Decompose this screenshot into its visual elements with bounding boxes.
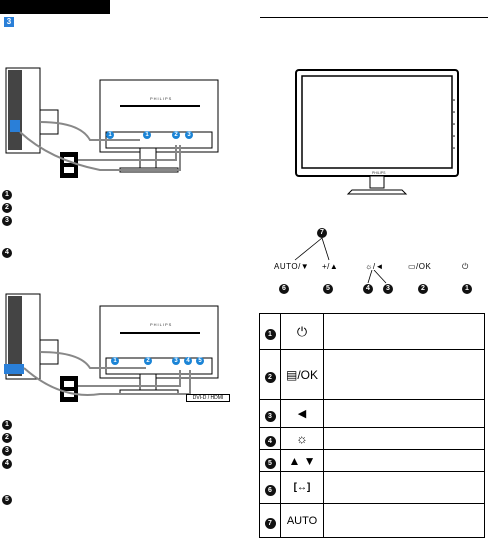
control-label-menu: ▭/OK [408,262,432,271]
control-marker-5: 5 [323,284,333,294]
front-stand-neck [369,175,385,189]
port-tag: DVI-D / HDMI [186,394,230,402]
connection-diagram-a: PHILIPS [5,67,219,178]
connection-diagram-b: PHILIPS [4,293,219,402]
section-rule [260,17,488,18]
marker-b-2: 2 [144,357,152,365]
marker-b-3: 3 [172,357,180,365]
key-row: 1 ⏻ [259,313,485,350]
key-row: 6 [↔] [259,471,485,504]
key-row: 5 ▲ ▼ [259,449,485,472]
key-number: 2 [264,371,276,383]
marker-a-1: 1 [106,131,114,139]
pc-ports-b [4,364,24,374]
key-row: 3 ◀ [259,399,485,428]
marker-b-5: 5 [196,357,204,365]
front-monitor: PHILIPS [295,69,459,195]
control-marker-1: 1 [462,284,472,294]
monitor-brand-a: PHILIPS [150,96,172,101]
header-bar [0,0,110,14]
menu-ok-icon: ▤/OK [280,349,324,400]
key-row: 2 ▤/OK [259,349,485,400]
brightness-icon: ☼ [280,427,324,450]
up-down-arrows-icon: ▲ ▼ [280,449,324,472]
key-number: 3 [264,410,276,422]
legend-a-4: 4 [2,248,12,258]
marker-a-3: 2 [172,131,180,139]
control-key-table: 1 ⏻ 2 ▤/OK 3 ◀ 4 ☼ 5 ▲ ▼ 6 [↔] 7 AUTO [259,313,485,538]
legend-b-3: 3 [2,446,12,456]
legend-b-1: 1 [2,420,12,430]
control-label-plus: +/▲ [322,262,339,271]
key-row: 4 ☼ [259,427,485,450]
auto-adjust-icon: AUTO [280,503,324,538]
key-number: 5 [264,457,276,469]
marker-b-4: 4 [184,357,192,365]
control-marker-4: 4 [363,284,373,294]
control-marker-top: 7 [317,228,327,238]
step-badge: 3 [4,17,14,27]
key-number: 6 [264,484,276,496]
marker-a-2: 1 [143,131,151,139]
control-label-brightness: ☼/◄ [365,262,384,271]
wall-outlet-b [60,376,78,402]
marker-b-1: 1 [111,357,119,365]
legend-a-3: 3 [2,216,12,226]
key-number: 7 [264,517,276,529]
aspect-ratio-icon: [↔] [280,471,324,504]
control-label-power: ⏻ [462,262,469,271]
key-number: 4 [264,435,276,447]
power-icon: ⏻ [280,313,324,350]
key-number: 1 [264,328,276,340]
legend-a-1: 1 [2,190,12,200]
front-stand-base [346,189,408,195]
monitor-brand-b: PHILIPS [150,322,172,327]
legend-a-2: 2 [2,203,12,213]
control-marker-3: 3 [383,284,393,294]
marker-a-4: 3 [185,131,193,139]
legend-b-2: 2 [2,433,12,443]
back-arrow-icon: ◀ [280,399,324,428]
key-row: 7 AUTO [259,503,485,538]
legend-b-4: 4 [2,459,12,469]
control-marker-2: 2 [418,284,428,294]
control-label-auto: AUTO/▼ [274,262,310,271]
pc-ports [10,120,20,132]
control-marker-6: 6 [279,284,289,294]
pc-back-panel [8,70,22,150]
monitor-front-brand: PHILIPS [372,171,386,175]
wall-outlet [60,152,78,178]
monitor-screen [301,75,453,169]
legend-b-5: 5 [2,495,12,505]
